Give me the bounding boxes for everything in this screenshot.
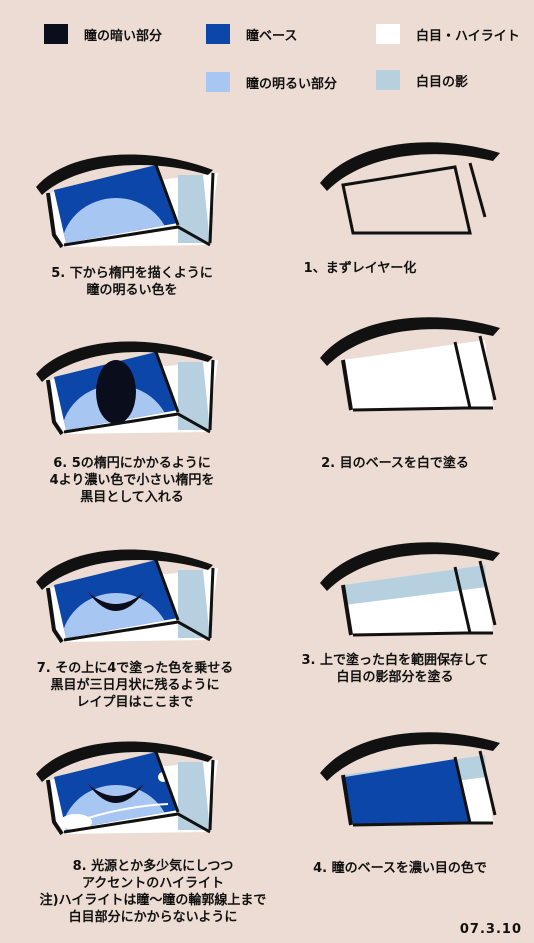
caption-line: 1、まずレイヤー化 (303, 261, 417, 276)
legend-item-white-highlight: 白目・ハイライト (376, 24, 520, 44)
eye-illustration-step-6 (28, 322, 228, 447)
caption-line: 7. その上に4で塗った色を乗せる (36, 661, 234, 676)
caption-line: 4より濃い色で小さい楕円を (49, 473, 215, 488)
legend-label: 瞳ベース (246, 28, 298, 44)
caption-step-7: 7. その上に4で塗った色を乗せる 黒目が三日月状に残るように レイプ目はここま… (20, 660, 250, 711)
caption-line: 4. 瞳のベースを濃い目の色で (313, 861, 487, 876)
date-stamp: 07.3.10 (459, 922, 522, 937)
eye-illustration-step-8 (28, 722, 228, 847)
caption-line: レイプ目はここまで (76, 695, 194, 710)
legend-item-pupil-dark: 瞳の暗い部分 (44, 24, 162, 44)
eye-illustration-step-1 (315, 125, 515, 250)
eye-illustration-step-5 (28, 135, 228, 260)
swatch-white-shadow (376, 70, 400, 90)
legend-label: 白目・ハイライト (416, 28, 520, 44)
caption-step-5: 5. 下から楕円を描くように 瞳の明るい色を (22, 265, 242, 299)
caption-line: アクセントのハイライト (81, 876, 225, 891)
eye-illustration-step-7 (28, 530, 228, 655)
legend-label: 瞳の明るい部分 (246, 76, 338, 92)
swatch-white-highlight (376, 24, 400, 44)
caption-line: 注)ハイライトは瞳～瞳の輪郭線上まで (39, 893, 267, 908)
caption-line: 瞳の明るい色を (86, 283, 178, 298)
eye-illustration-step-4 (315, 715, 515, 840)
caption-line: 黒目が三日月状に残るように (50, 678, 220, 693)
caption-step-4: 4. 瞳のベースを濃い目の色で (285, 860, 515, 877)
legend-label: 瞳の暗い部分 (84, 28, 163, 44)
eye-illustration-step-2 (315, 300, 515, 425)
eye-illustration-step-3 (315, 525, 515, 650)
caption-line: 黒目として入れる (80, 490, 184, 505)
caption-step-1: 1、まずレイヤー化 (260, 260, 460, 277)
caption-line: 2. 目のベースを白で塗る (321, 456, 469, 471)
swatch-iris-base (206, 24, 230, 44)
legend-item-iris-base: 瞳ベース (206, 24, 297, 44)
legend-label: 白目の影 (416, 74, 469, 90)
caption-step-3: 3. 上で塗った白を範囲保存して 白目の影部分を塗る (275, 652, 515, 686)
caption-line: 白目部分にかからないように (68, 910, 238, 925)
swatch-iris-light (206, 72, 230, 92)
caption-line: 5. 下から楕円を描くように (51, 266, 213, 281)
legend-item-white-shadow: 白目の影 (376, 70, 468, 90)
caption-line: 3. 上で塗った白を範囲保存して (301, 653, 489, 668)
caption-step-8: 8. 光源とか多少気にしつつ アクセントのハイライト 注)ハイライトは瞳～瞳の輪… (18, 858, 288, 926)
swatch-pupil-dark (44, 24, 68, 44)
caption-step-6: 6. 5の楕円にかかるように 4より濃い色で小さい楕円を 黒目として入れる (22, 455, 242, 506)
caption-step-2: 2. 目のベースを白で塗る (285, 455, 505, 472)
caption-line: 8. 光源とか多少気にしつつ (72, 859, 234, 874)
caption-line: 6. 5の楕円にかかるように (53, 456, 211, 471)
caption-line: 白目の影部分を塗る (336, 670, 454, 685)
legend-item-iris-light: 瞳の明るい部分 (206, 72, 337, 92)
